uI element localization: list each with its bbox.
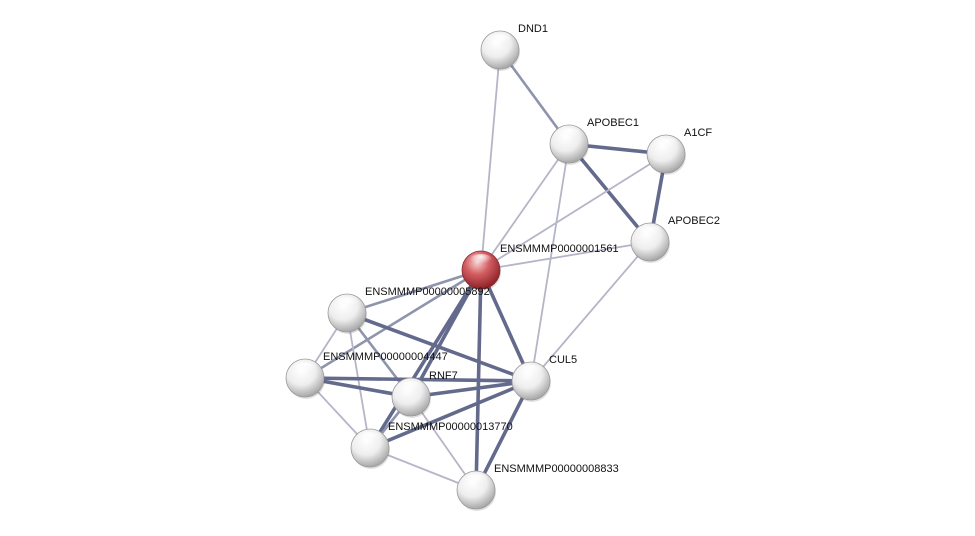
node-n1[interactable]: DND1 [480,23,548,71]
node-n11[interactable]: ENSMMMP00000008833 [456,463,619,511]
node-label: ENSMMMP0000001561 [500,243,619,255]
edge-n2-n4 [567,142,652,244]
node-highlight [293,362,317,376]
edge-n2-n5 [480,143,570,271]
node-n6[interactable]: ENSMMMP00000005892 [327,286,490,334]
edge-n5-n10 [368,268,483,450]
node-highlight [654,138,678,152]
edge-n1-n2 [498,48,571,146]
node-label: ENSMMMP00000004447 [323,351,448,363]
edge-n3-n5 [480,153,667,271]
node-n7[interactable]: ENSMMMP00000004447 [285,351,448,399]
node-label: DND1 [518,23,548,35]
edge-n4-n5 [480,241,651,271]
node-n10[interactable]: ENSMMMP00000013770 [350,421,513,469]
node-highlight [335,297,359,311]
node-n5[interactable]: ENSMMMP0000001561 [461,243,619,291]
node-highlight [488,34,512,48]
node-highlight [557,128,581,142]
node-label: APOBEC1 [587,117,639,129]
node-label: A1CF [684,127,712,139]
node-highlight [519,365,543,379]
node-n8[interactable]: RNF7 [391,370,458,418]
node-label: RNF7 [429,370,458,382]
edge-n2-n9 [530,143,570,382]
node-label: ENSMMMP00000005892 [365,286,490,298]
edge-n4-n9 [530,241,651,382]
edge-n1-n5 [480,49,501,271]
node-n9[interactable]: CUL5 [511,354,577,402]
node-highlight [464,474,488,488]
edge-n5-n6 [345,268,483,315]
edge-n6-n9 [345,311,533,383]
node-label: ENSMMMP00000008833 [494,463,619,475]
edge-n5-n9 [479,268,533,383]
node-highlight [399,381,423,395]
node-highlight [638,226,662,240]
node-n2[interactable]: APOBEC1 [549,117,639,165]
node-highlight [469,254,493,268]
node-label: CUL5 [549,354,577,366]
node-n3[interactable]: A1CF [646,127,712,175]
node-highlight [358,432,382,446]
edge-n8-n9 [409,379,533,399]
node-label: ENSMMMP00000013770 [388,421,513,433]
edge-n5-n7 [303,268,483,380]
node-label: APOBEC2 [668,215,720,227]
edge-n9-n11 [474,379,533,492]
node-n4[interactable]: APOBEC2 [630,215,720,263]
edge-n9-n10 [368,379,533,450]
